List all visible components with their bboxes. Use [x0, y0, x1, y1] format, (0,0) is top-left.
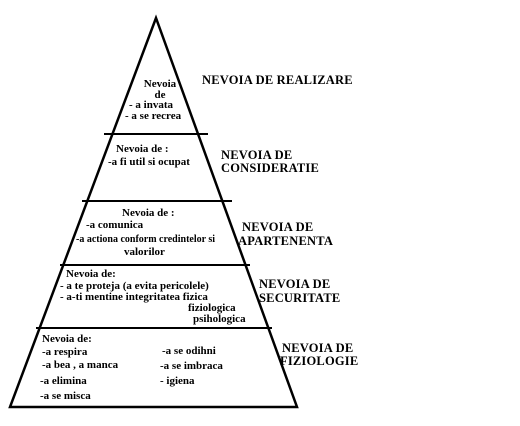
fiziologie-line-4: -a elimina: [40, 375, 87, 387]
label-fiziologie-line-1: NEVOIA DE: [282, 341, 354, 355]
label-securitate-line-1: NEVOIA DE: [259, 277, 331, 291]
label-consideratie-line-2: CONSIDERATIE: [221, 161, 320, 175]
realizare-line-2: de: [154, 89, 166, 101]
label-consideratie-line-1: NEVOIA DE: [221, 148, 293, 162]
apartenenta-line-3: -a actiona conform credintelor si: [76, 234, 216, 245]
label-fiziologie-line-2: FIZIOLOGIE: [280, 354, 359, 368]
fiziologie-line-5: -a se misca: [40, 390, 91, 402]
apartenenta-line-1: Nevoia de :: [122, 207, 175, 219]
fiziologie-line-1: Nevoia de:: [42, 333, 92, 345]
fiziologie-line-2: -a respira: [42, 346, 88, 358]
label-securitate-line-2: SECURITATE: [259, 291, 341, 305]
securitate-line-1: Nevoia de:: [66, 268, 116, 280]
securitate-line-3: - a-ti mentine integritatea fizica: [60, 291, 208, 303]
consideratie-line-2: -a fi util si ocupat: [108, 156, 190, 168]
fiziologie-line-6: -a se odihni: [162, 345, 216, 357]
fiziologie-line-8: - igiena: [160, 375, 195, 387]
pyramid-outline: [8, 14, 299, 409]
label-apartenenta-line-2: APARTENENTA: [238, 234, 334, 248]
apartenenta-line-4: valorilor: [124, 246, 165, 258]
realizare-line-1: Nevoia: [143, 78, 177, 90]
apartenenta-line-2: -a comunica: [86, 219, 144, 231]
securitate-line-4: fiziologica: [188, 302, 236, 314]
label-apartenenta-line-1: NEVOIA DE: [242, 220, 314, 234]
realizare-line-4: - a se recrea: [125, 110, 182, 122]
consideratie-line-1: Nevoia de :: [116, 143, 169, 155]
label-realizare: NEVOIA DE REALIZARE: [202, 73, 353, 87]
securitate-line-5: psihologica: [193, 313, 246, 325]
fiziologie-line-3: -a bea , a manca: [42, 359, 119, 371]
fiziologie-line-7: -a se imbraca: [160, 360, 223, 372]
securitate-line-2: - a te proteja (a evita pericolele): [60, 280, 209, 292]
realizare-line-3: - a invata: [129, 99, 173, 111]
